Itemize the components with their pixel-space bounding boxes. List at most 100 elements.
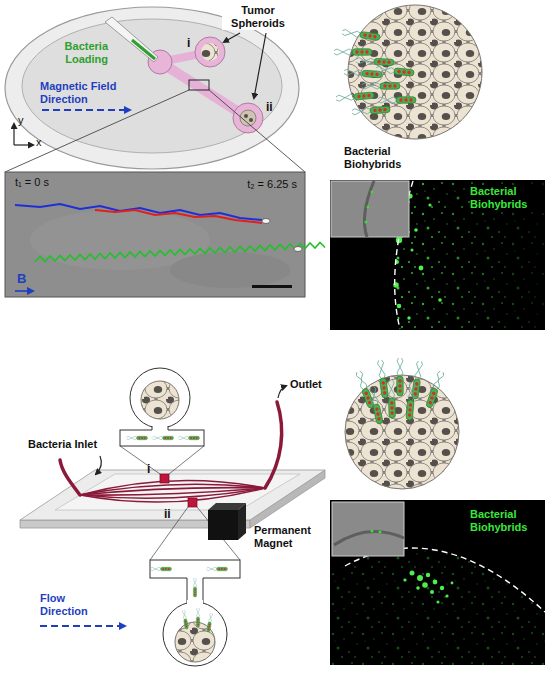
zoom-bottom xyxy=(207,567,228,571)
fluorescence-micrograph xyxy=(379,531,382,534)
bacteria xyxy=(411,361,423,400)
fluorescence-micrograph xyxy=(330,500,545,665)
microfluidic-chip xyxy=(233,103,263,133)
bacteria xyxy=(355,358,444,424)
fluorescence-micrograph xyxy=(438,298,442,302)
callout-label: Tumor Spheroids xyxy=(222,4,294,30)
zoom-bottom xyxy=(150,507,240,666)
flow-arrows xyxy=(96,456,101,474)
fluorescence-micrograph xyxy=(426,573,430,577)
axis-label: x xyxy=(36,136,42,149)
channel-network xyxy=(60,460,80,495)
fluorescence-micrograph xyxy=(364,181,374,237)
microfluidic-chip xyxy=(249,118,253,122)
fluorescence-micrograph xyxy=(411,249,414,252)
fluorescence-micrograph xyxy=(330,180,545,330)
bacteria xyxy=(344,69,382,78)
zoom-top xyxy=(130,368,190,428)
fluorescence-micrograph xyxy=(437,601,440,604)
fluorescence-micrograph xyxy=(430,590,434,594)
fluorescence-micrograph xyxy=(345,548,545,612)
fluorescence-micrograph: Bacterial Biohybrids xyxy=(330,500,545,665)
zoom-bottom xyxy=(193,578,196,597)
bacteria xyxy=(369,386,383,425)
bacteria xyxy=(378,97,416,103)
fluorescence-micrograph xyxy=(433,580,438,585)
zoom-top xyxy=(120,368,204,474)
bacteria xyxy=(376,66,414,76)
bacteria xyxy=(334,49,372,55)
magnet-label: Permanent Magnet xyxy=(254,524,320,550)
zoom-bottom xyxy=(196,608,199,627)
petri-dish xyxy=(22,19,282,153)
axes xyxy=(13,124,14,145)
callout-label: Bacterial Biohybrids xyxy=(344,145,416,171)
bacteria xyxy=(356,57,394,65)
fluorescence-micrograph xyxy=(403,578,406,581)
bacteria xyxy=(336,92,374,102)
bacteria xyxy=(342,29,381,41)
zoom-top xyxy=(127,436,148,440)
callout-number: i xyxy=(147,462,150,476)
zoom-top xyxy=(138,378,184,422)
microfluidic-chip xyxy=(148,37,263,133)
zoom-bottom xyxy=(150,560,240,578)
microfluidic-chip xyxy=(244,114,248,118)
pipette xyxy=(132,40,155,59)
loading-label: Bacteria Loading xyxy=(46,40,108,66)
petri-dish xyxy=(5,7,299,169)
field-symbol: B xyxy=(17,271,26,287)
fluorescence-micrograph xyxy=(367,206,370,209)
fluorescence-micrograph xyxy=(334,531,404,545)
tracking-micrograph xyxy=(95,210,262,223)
field-label: Magnetic Field Direction xyxy=(40,80,140,106)
callout-number: i xyxy=(187,36,190,50)
tracking-micrograph xyxy=(294,247,302,252)
outlet-label: Outlet xyxy=(290,378,322,391)
permanent-magnet xyxy=(208,503,246,540)
fluorescence-micrograph xyxy=(371,530,374,533)
time-label: t₂ = 6.25 s xyxy=(247,178,297,191)
channel-network xyxy=(265,402,282,488)
zoom-lines xyxy=(209,90,305,172)
fluorescence-micrograph xyxy=(416,586,420,590)
axes xyxy=(14,124,33,145)
inlet-label: Bacteria Inlet xyxy=(28,438,97,451)
petri-dish xyxy=(5,7,299,169)
axes xyxy=(14,144,33,145)
zoom-lines xyxy=(5,80,305,172)
fluorescence-micrograph xyxy=(395,181,545,329)
bacteria xyxy=(397,358,403,396)
fluorescence-micrograph xyxy=(407,316,410,319)
tracking-micrograph xyxy=(5,172,305,297)
zoom-bottom xyxy=(163,602,227,666)
fluorescence-micrograph xyxy=(330,500,545,665)
zoom-bottom xyxy=(150,507,188,560)
zoom-top xyxy=(141,381,179,419)
fluorescence-micrograph xyxy=(414,228,418,232)
glass-slide xyxy=(20,470,325,528)
fluorescence-micrograph xyxy=(422,582,428,588)
fluorescence-micrograph xyxy=(417,575,423,581)
fluorescence-micrograph xyxy=(445,594,448,597)
bacteria xyxy=(362,83,400,89)
zoom-top xyxy=(152,426,153,430)
time-label: t₁ = 0 s xyxy=(15,176,49,189)
tracking-micrograph xyxy=(252,285,292,288)
channel-network xyxy=(80,484,265,495)
zoom-bottom xyxy=(207,613,213,632)
channel-network xyxy=(80,488,265,502)
fluorescence-micrograph xyxy=(410,571,415,576)
zoom-bottom xyxy=(187,600,203,606)
channel-network xyxy=(80,488,265,498)
flow-arrows xyxy=(278,386,286,398)
tracking-micrograph xyxy=(15,290,33,292)
tracking-micrograph: t₁ = 0 s t₂ = 6.25 s B xyxy=(5,172,305,297)
zoom-top xyxy=(169,446,204,474)
fluorescence-micrograph xyxy=(330,548,545,665)
flow-arrow xyxy=(40,625,125,627)
tracking-micrograph xyxy=(5,172,325,297)
culture-chambers xyxy=(160,474,197,507)
micrograph-label: Bacterial Biohybrids xyxy=(470,508,540,534)
